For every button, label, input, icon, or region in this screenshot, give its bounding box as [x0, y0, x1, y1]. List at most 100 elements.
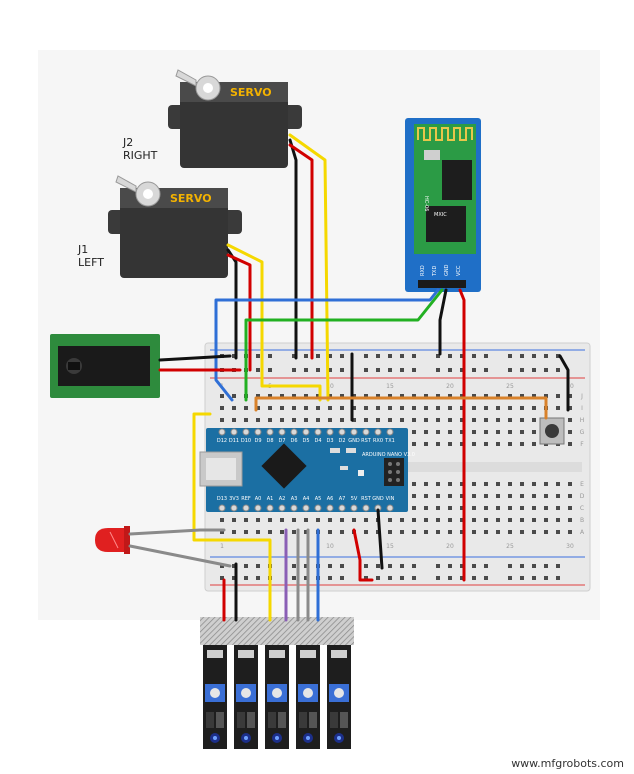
breadboard-hole: [544, 394, 548, 398]
rail-hole: [472, 576, 476, 580]
watermark: www.mfgrobots.com: [511, 757, 624, 770]
breadboard-hole: [448, 518, 452, 522]
arduino-pin-label: RX0: [373, 438, 383, 444]
rail-hole: [556, 354, 560, 358]
arduino-pin-label: D10: [241, 438, 251, 444]
breadboard-hole: [484, 482, 488, 486]
breadboard-hole: [436, 494, 440, 498]
arduino-pin-label: D12: [217, 438, 227, 444]
rail-hole: [484, 354, 488, 358]
breadboard-hole: [220, 518, 224, 522]
breadboard-hole: [244, 418, 248, 422]
rail-hole: [436, 368, 440, 372]
rail-hole: [316, 354, 320, 358]
ir-sensor-module: [234, 645, 258, 749]
breadboard-hole: [568, 418, 572, 422]
breadboard-hole: [280, 518, 284, 522]
breadboard-hole: [556, 494, 560, 498]
rail-hole: [436, 576, 440, 580]
breadboard-hole: [340, 394, 344, 398]
rail-hole: [340, 576, 344, 580]
arduino-pin-label: RST: [361, 438, 372, 444]
servo-left-label-line1: J1: [78, 243, 89, 256]
rail-hole: [460, 368, 464, 372]
breadboard-hole: [328, 406, 332, 410]
breadboard-hole: [508, 394, 512, 398]
breadboard-hole: [520, 494, 524, 498]
rail-hole: [484, 368, 488, 372]
rail-hole: [460, 354, 464, 358]
breadboard-hole: [484, 430, 488, 434]
breadboard-hole: [472, 506, 476, 510]
breadboard-hole: [292, 406, 296, 410]
breadboard-hole: [412, 394, 416, 398]
rail-hole: [484, 564, 488, 568]
rail-hole: [364, 564, 368, 568]
breadboard-hole: [328, 530, 332, 534]
breadboard-hole: [544, 518, 548, 522]
servo-left-brand: SERVO: [170, 192, 212, 205]
arduino-pin-label: D13: [217, 496, 227, 502]
breadboard-hole: [496, 530, 500, 534]
red-led: [95, 526, 130, 554]
arduino-label: ARDUINO NANO V3.0: [362, 452, 415, 458]
arduino-pin: [326, 504, 334, 512]
breadboard-hole: [376, 530, 380, 534]
arduino-pin: [386, 428, 394, 436]
rail-hole: [472, 354, 476, 358]
rail-hole: [328, 564, 332, 568]
breadboard-hole: [460, 430, 464, 434]
bt-pin-txd: TXD: [432, 266, 438, 277]
breadboard-hole: [280, 406, 284, 410]
rail-hole: [508, 564, 512, 568]
ir-sensor-module: [203, 645, 227, 749]
breadboard-hole: [472, 494, 476, 498]
ir-sensor-module: [327, 645, 351, 749]
arduino-pin-label: A5: [315, 496, 322, 502]
breadboard-hole: [364, 418, 368, 422]
column-number: 15: [386, 383, 394, 390]
breadboard-hole: [448, 394, 452, 398]
rail-hole: [316, 368, 320, 372]
breadboard-hole: [424, 506, 428, 510]
servo-left-power-wire: [226, 253, 252, 372]
rail-hole: [508, 368, 512, 372]
arduino-pin-label: A4: [303, 496, 310, 502]
arduino-pin-label: D4: [314, 438, 321, 444]
breadboard-hole: [472, 530, 476, 534]
breadboard-hole: [340, 418, 344, 422]
breadboard-hole: [520, 506, 524, 510]
breadboard-hole: [484, 530, 488, 534]
breadboard-hole: [328, 394, 332, 398]
arduino-pin: [290, 504, 298, 512]
breadboard-hole: [472, 482, 476, 486]
column-number: 25: [506, 543, 514, 550]
rail-hole: [256, 354, 260, 358]
breadboard-hole: [268, 394, 272, 398]
breadboard-hole: [376, 406, 380, 410]
breadboard-hole: [568, 506, 572, 510]
arduino-pin: [242, 428, 250, 436]
arduino-pin: [314, 504, 322, 512]
arduino-pin: [266, 504, 274, 512]
rail-hole: [532, 368, 536, 372]
bt-chip-label: MXIC: [434, 212, 447, 218]
breadboard-hole: [244, 406, 248, 410]
breadboard-hole: [424, 494, 428, 498]
breadboard-hole: [484, 518, 488, 522]
breadboard-hole: [292, 418, 296, 422]
rail-hole: [256, 368, 260, 372]
breadboard-hole: [352, 406, 356, 410]
breadboard-hole: [496, 406, 500, 410]
rail-hole: [520, 368, 524, 372]
rail-hole: [232, 576, 236, 580]
breadboard-hole: [328, 418, 332, 422]
breadboard-hole: [244, 518, 248, 522]
breadboard-hole: [412, 418, 416, 422]
rail-hole: [532, 354, 536, 358]
breadboard-hole: [388, 418, 392, 422]
arduino-pin: [338, 428, 346, 436]
breadboard-hole: [472, 518, 476, 522]
